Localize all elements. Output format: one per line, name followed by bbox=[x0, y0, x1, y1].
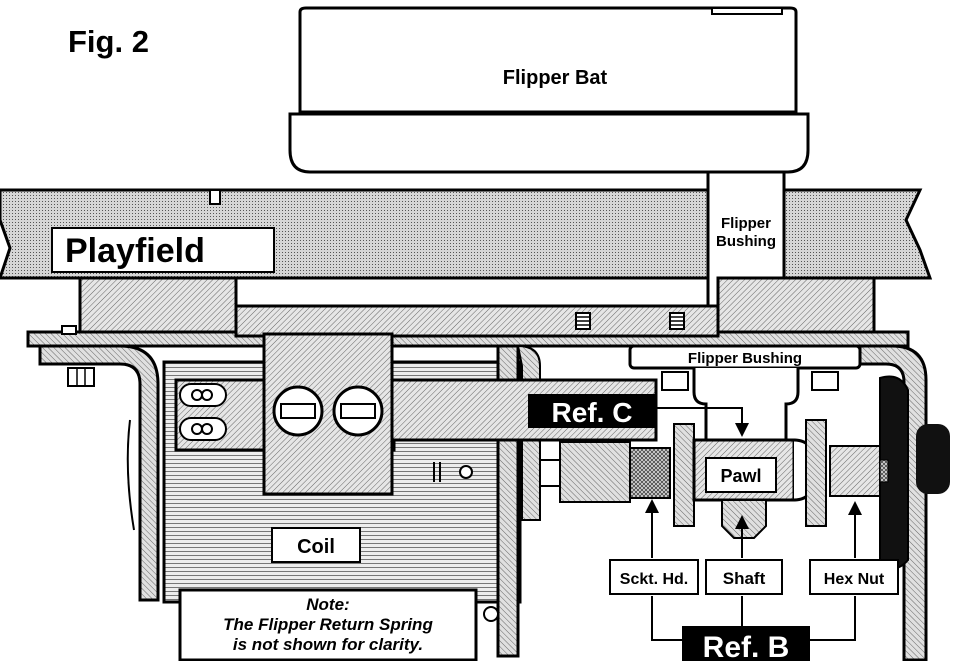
flipper-bushing-vertical-label-2: Bushing bbox=[716, 233, 776, 250]
playfield-label: Playfield bbox=[65, 232, 205, 270]
right-bracket bbox=[858, 344, 950, 661]
ref-c-label: Ref. C bbox=[552, 397, 633, 428]
figure-label: Fig. 2 bbox=[68, 24, 149, 59]
flipper-bushing-horizontal: Flipper Bushing bbox=[628, 344, 862, 442]
ref-c-callout: Ref. C bbox=[528, 394, 749, 437]
note-line-1: Note: bbox=[306, 595, 349, 614]
flipper-bat-label: Flipper Bat bbox=[503, 67, 608, 89]
sckt-hd-label: Sckt. Hd. bbox=[620, 571, 688, 588]
left-coil-bracket bbox=[38, 344, 160, 602]
pawl-label: Pawl bbox=[720, 466, 761, 486]
note-box: Note: The Flipper Return Spring is not s… bbox=[178, 588, 478, 661]
sckt-hd-callout: Sckt. Hd. bbox=[609, 559, 699, 595]
mounting-plate bbox=[26, 304, 910, 348]
hex-nut-label: Hex Nut bbox=[824, 571, 885, 588]
coil-label: Coil bbox=[297, 536, 335, 558]
pawl-clamp-assembly: Pawl bbox=[539, 419, 889, 539]
flipper-bushing-vertical-label-1: Flipper bbox=[721, 215, 771, 232]
ref-b-callout: Ref. B bbox=[682, 626, 810, 661]
shaft-callout: Shaft bbox=[705, 559, 783, 595]
note-line-2: The Flipper Return Spring bbox=[223, 615, 433, 634]
hex-nut-callout: Hex Nut bbox=[809, 559, 899, 595]
flipper-bushing-horizontal-label: Flipper Bushing bbox=[688, 350, 802, 367]
ref-b-label: Ref. B bbox=[703, 631, 790, 661]
flipper-bat: Flipper Bat bbox=[288, 6, 810, 174]
shaft-label: Shaft bbox=[723, 569, 766, 588]
playfield: Playfield bbox=[0, 188, 933, 280]
note-line-3: is not shown for clarity. bbox=[233, 635, 423, 654]
